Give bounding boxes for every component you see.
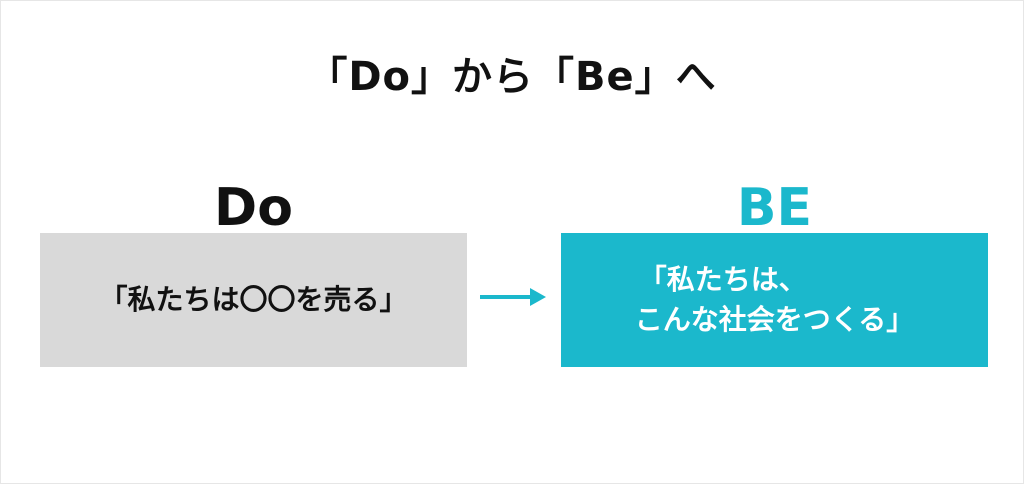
be-text-line2: こんな社会をつくる」 [634,303,915,336]
diagram-title: 「Do」から「Be」へ [307,54,717,100]
arrow-right-icon [480,288,546,306]
be-label: BE [736,178,813,238]
do-label: Do [214,178,293,238]
be-text-line1: 「私たちは、 [638,263,807,296]
be-box: 「私たちは、 こんな社会をつくる」 [561,233,988,367]
do-box: 「私たちは〇〇を売る」 [40,233,467,367]
do-text: 「私たちは〇〇を売る」 [99,283,408,316]
